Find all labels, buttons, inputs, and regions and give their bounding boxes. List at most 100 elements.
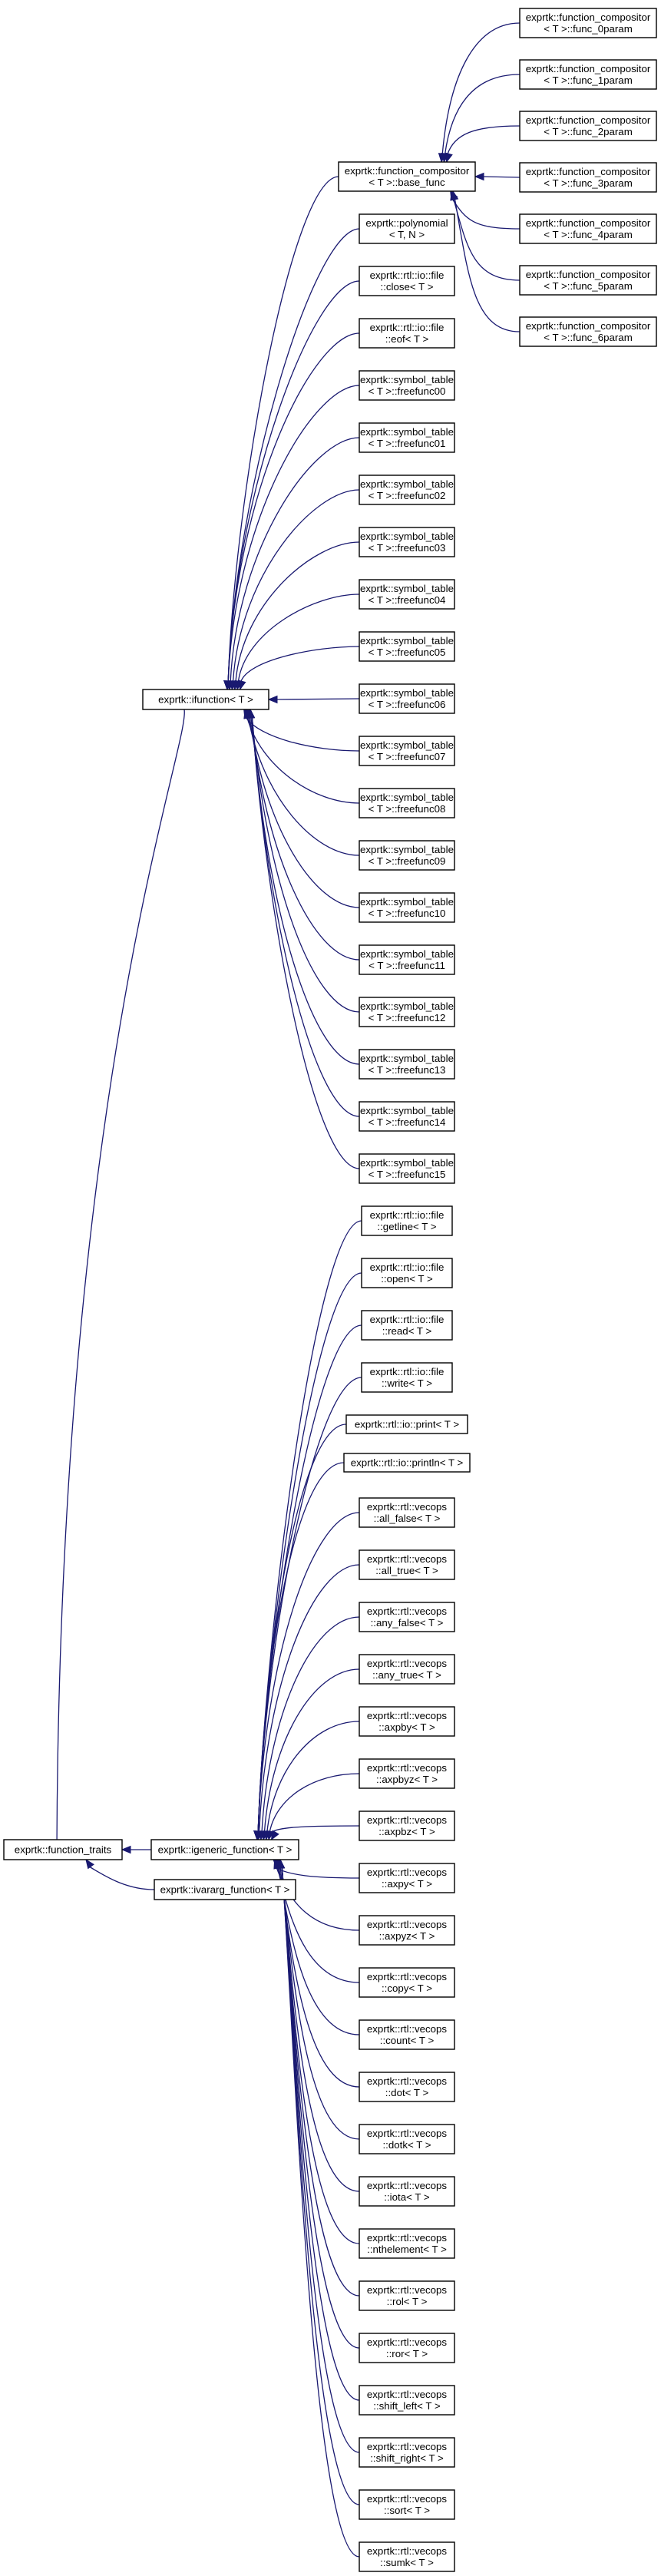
class-node-copy[interactable]: exprtk::rtl::vecops::copy< T > [359,1967,455,1998]
class-node-igeneric-function[interactable]: exprtk::igeneric_function< T > [150,1839,299,1860]
class-node-freefunc15[interactable]: exprtk::symbol_table< T >::freefunc15 [359,1153,455,1184]
class-node-file-getline[interactable]: exprtk::rtl::io::file::getline< T > [361,1205,453,1236]
class-node-box [3,1839,123,1860]
class-node-dotk[interactable]: exprtk::rtl::vecops::dotk< T > [359,2124,455,2154]
class-node-box [359,1602,455,1632]
class-node-label: ::sumk< T > [380,2557,434,2568]
edge-dotk-to-igeneric_function [281,1867,360,2140]
class-node-freefunc06[interactable]: exprtk::symbol_table< T >::freefunc06 [359,683,455,714]
class-node-label: exprtk::symbol_table [360,1053,454,1064]
edge-func_6param-to-base_func-arrowhead [450,190,459,201]
class-node-count[interactable]: exprtk::rtl::vecops::count< T > [359,2019,455,2050]
class-node-file-write[interactable]: exprtk::rtl::io::file::write< T > [361,1362,453,1393]
class-node-label: exprtk::rtl::vecops [367,2023,448,2035]
class-node-axpbz[interactable]: exprtk::rtl::vecops::axpbz< T > [359,1810,455,1841]
class-node-freefunc14[interactable]: exprtk::symbol_table< T >::freefunc14 [359,1101,455,1132]
class-node-box [361,1362,453,1393]
class-node-any-false[interactable]: exprtk::rtl::vecops::any_false< T > [359,1602,455,1632]
class-node-freefunc10[interactable]: exprtk::symbol_table< T >::freefunc10 [359,892,455,923]
class-node-label: exprtk::rtl::vecops [367,2128,448,2139]
class-node-func-5param[interactable]: exprtk::function_compositor< T >::func_5… [519,265,657,296]
class-node-axpby[interactable]: exprtk::rtl::vecops::axpby< T > [359,1706,455,1737]
class-node-func-4param[interactable]: exprtk::function_compositor< T >::func_4… [519,213,657,244]
edge-freefunc06-to-ifunction-arrowhead [267,695,278,704]
class-node-axpy[interactable]: exprtk::rtl::vecops::axpy< T > [359,1863,455,1893]
class-node-file-eof[interactable]: exprtk::rtl::io::file::eof< T > [359,318,455,349]
class-node-label: exprtk::symbol_table [360,687,454,699]
class-node-label: ::ror< T > [386,2348,428,2359]
class-node-label: exprtk::symbol_table [360,844,454,855]
class-node-box [359,1967,455,1998]
class-node-freefunc05[interactable]: exprtk::symbol_table< T >::freefunc05 [359,631,455,662]
class-node-func-2param[interactable]: exprtk::function_compositor< T >::func_2… [519,111,657,141]
edge-freefunc05-to-ifunction [240,646,360,683]
edge-func_5param-to-base_func [453,198,521,281]
class-node-iota[interactable]: exprtk::rtl::vecops::iota< T > [359,2176,455,2207]
class-node-all-false[interactable]: exprtk::rtl::vecops::all_false< T > [359,1497,455,1528]
class-node-freefunc04[interactable]: exprtk::symbol_table< T >::freefunc04 [359,579,455,610]
class-node-label: < T >::freefunc09 [369,855,446,867]
class-node-io-println[interactable]: exprtk::rtl::io::println< T > [343,1453,471,1473]
class-node-freefunc12[interactable]: exprtk::symbol_table< T >::freefunc12 [359,997,455,1027]
class-node-box [359,840,455,871]
class-node-label: ::axpbyz< T > [376,1774,438,1785]
class-node-file-close[interactable]: exprtk::rtl::io::file::close< T > [359,266,455,296]
class-node-box [359,1049,455,1080]
class-node-func-6param[interactable]: exprtk::function_compositor< T >::func_6… [519,316,657,347]
class-node-label: < T >::freefunc07 [369,751,446,762]
class-node-freefunc13[interactable]: exprtk::symbol_table< T >::freefunc13 [359,1049,455,1080]
class-node-func-3param[interactable]: exprtk::function_compositor< T >::func_3… [519,162,657,193]
edge-file_eof-to-ifunction [227,332,360,683]
class-node-ror[interactable]: exprtk::rtl::vecops::ror< T > [359,2333,455,2363]
edge-freefunc02-to-ifunction [232,489,360,683]
class-node-any-true[interactable]: exprtk::rtl::vecops::any_true< T > [359,1654,455,1685]
class-node-box [359,2489,455,2520]
class-node-axpbyz[interactable]: exprtk::rtl::vecops::axpbyz< T > [359,1758,455,1789]
class-node-box [338,161,476,192]
class-node-label: exprtk::rtl::vecops [367,1814,448,1826]
class-node-polynomial[interactable]: exprtk::polynomial< T, N > [359,213,455,244]
class-node-label: < T >::freefunc04 [369,594,446,606]
class-node-box [359,2541,455,2572]
class-node-file-open[interactable]: exprtk::rtl::io::file::open< T > [361,1258,453,1288]
class-node-freefunc03[interactable]: exprtk::symbol_table< T >::freefunc03 [359,527,455,557]
class-node-axpyz[interactable]: exprtk::rtl::vecops::axpyz< T > [359,1915,455,1946]
class-node-label: ::any_true< T > [372,1669,441,1681]
class-node-label: < T >::freefunc14 [369,1116,446,1128]
class-node-label: ::read< T > [382,1325,432,1337]
class-node-label: exprtk::function_compositor [526,320,651,332]
class-node-shift-left[interactable]: exprtk::rtl::vecops::shift_left< T > [359,2385,455,2416]
class-node-func-0param[interactable]: exprtk::function_compositor< T >::func_0… [519,8,657,38]
class-node-base-func[interactable]: exprtk::function_compositor< T >::base_f… [338,161,476,192]
class-node-rol[interactable]: exprtk::rtl::vecops::rol< T > [359,2280,455,2311]
class-node-freefunc01[interactable]: exprtk::symbol_table< T >::freefunc01 [359,422,455,453]
class-node-ivararg-function[interactable]: exprtk::ivararg_function< T > [154,1879,296,1900]
class-node-label: exprtk::symbol_table [360,478,454,490]
class-node-sort[interactable]: exprtk::rtl::vecops::sort< T > [359,2489,455,2520]
class-node-box [359,318,455,349]
class-node-freefunc07[interactable]: exprtk::symbol_table< T >::freefunc07 [359,736,455,766]
class-node-label: exprtk::rtl::vecops [367,2545,448,2557]
class-node-ifunction[interactable]: exprtk::ifunction< T > [142,689,269,710]
class-node-function-traits[interactable]: exprtk::function_traits [3,1839,123,1860]
class-node-shift-right[interactable]: exprtk::rtl::vecops::shift_right< T > [359,2437,455,2468]
class-node-freefunc02[interactable]: exprtk::symbol_table< T >::freefunc02 [359,475,455,505]
class-node-label: exprtk::rtl::io::file [370,1209,445,1221]
class-node-dot[interactable]: exprtk::rtl::vecops::dot< T > [359,2072,455,2102]
class-node-nthelement[interactable]: exprtk::rtl::vecops::nthelement< T > [359,2228,455,2259]
edge-shift_left-to-igeneric_function [281,1867,360,2401]
class-node-freefunc00[interactable]: exprtk::symbol_table< T >::freefunc00 [359,370,455,401]
class-node-label: < T >::freefunc01 [369,438,446,449]
edge-freefunc13-to-ifunction [251,716,360,1065]
class-node-sumk[interactable]: exprtk::rtl::vecops::sumk< T > [359,2541,455,2572]
edge-sumk-to-igeneric_function [281,1867,360,2558]
class-node-io-print[interactable]: exprtk::rtl::io::print< T > [345,1414,468,1434]
class-node-freefunc11[interactable]: exprtk::symbol_table< T >::freefunc11 [359,944,455,975]
class-node-freefunc08[interactable]: exprtk::symbol_table< T >::freefunc08 [359,788,455,818]
class-node-func-1param[interactable]: exprtk::function_compositor< T >::func_1… [519,59,657,90]
class-node-freefunc09[interactable]: exprtk::symbol_table< T >::freefunc09 [359,840,455,871]
class-node-label: exprtk::rtl::vecops [367,1971,448,1982]
class-node-all-true[interactable]: exprtk::rtl::vecops::all_true< T > [359,1549,455,1580]
class-node-file-read[interactable]: exprtk::rtl::io::file::read< T > [361,1310,453,1341]
